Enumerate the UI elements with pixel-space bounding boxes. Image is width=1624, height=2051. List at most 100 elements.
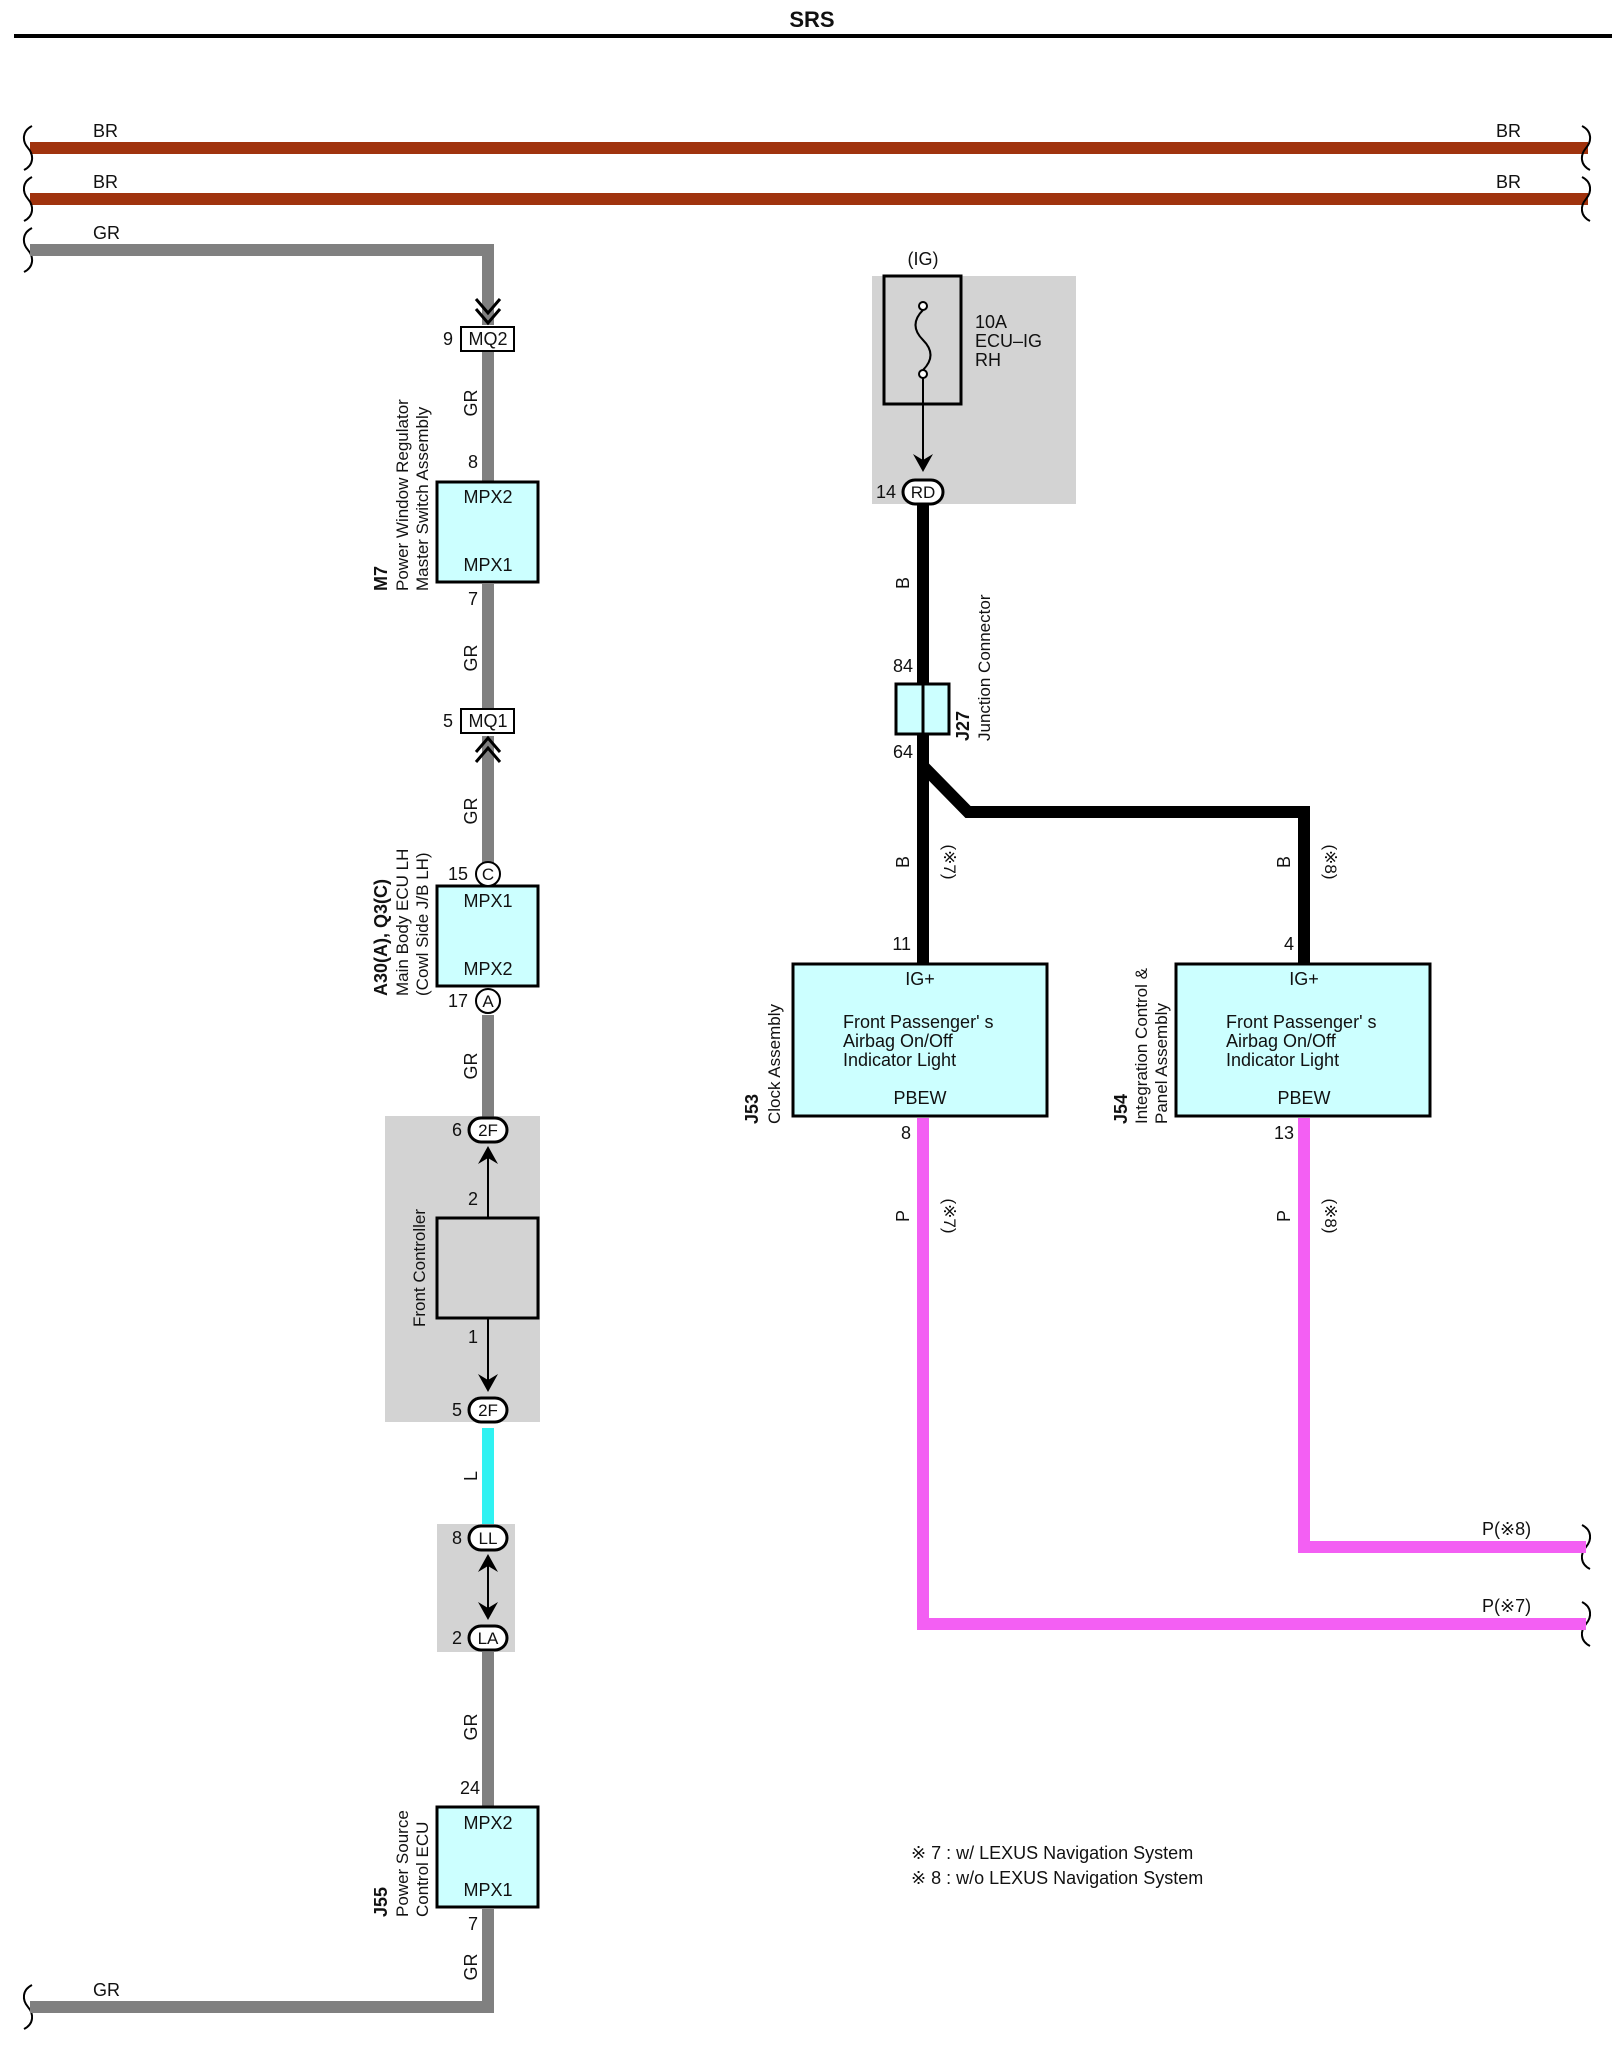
gr-wires: [30, 244, 494, 2013]
b-wire-label: B: [893, 577, 913, 589]
j55-top-pin: 24: [460, 1778, 480, 1798]
p7-end-label: P(※7): [1482, 1596, 1531, 1616]
ll-la-connectors: LL 8 LA 2: [452, 1524, 509, 1652]
fuse-rating: 10A: [975, 312, 1007, 332]
j54-top-pin: 4: [1284, 934, 1294, 954]
a30-name-line1: Main Body ECU LH: [393, 849, 412, 996]
m7-bottom-label: MPX1: [463, 555, 512, 575]
ll-conn-box: [467, 1524, 509, 1552]
gr-wire-bottom: [30, 1909, 494, 2013]
j55-id: J55: [371, 1887, 391, 1917]
arrow-down-icon: [474, 298, 502, 316]
arrow-up-icon: [474, 735, 502, 753]
j55-top-label: MPX2: [463, 1813, 512, 1833]
front-controller-top-conn-box: [467, 1116, 509, 1144]
break-mark: [1580, 125, 1592, 171]
p-wires: [917, 1118, 1586, 1630]
arrow-down-icon: [913, 454, 933, 472]
fuse-terminal: [918, 301, 928, 311]
fuse-ecu-ig-rh: (IG) 10A ECU–IG RH RD 14: [876, 249, 1042, 506]
arrow-down-icon: [478, 1374, 498, 1392]
j54-id: J54: [1111, 1094, 1131, 1124]
br-top-right-label: BR: [1496, 121, 1521, 141]
j54-bottom-pin: 13: [1274, 1123, 1294, 1143]
l-wire-label: L: [461, 1471, 481, 1481]
j53-top-label: IG+: [905, 969, 935, 989]
front-controller-top-conn: 2F: [478, 1121, 498, 1140]
front-controller-name: Front Controller: [410, 1209, 429, 1327]
j55-bottom-label: MPX1: [463, 1880, 512, 1900]
p-wire-note: (※7): [940, 1198, 959, 1233]
j53-clock-assembly: 11 IG+ Front Passenger' s Airbag On/Off …: [742, 934, 1049, 1143]
front-controller-bottom-inner-pin: 1: [468, 1327, 478, 1347]
j27-junction-connector: 84 64 J27 Junction Connector: [893, 594, 994, 762]
j55-bottom-pin: 7: [468, 1914, 478, 1934]
fuse-terminal: [918, 369, 928, 379]
fuse-side: RH: [975, 350, 1001, 370]
m7-top-label: MPX2: [463, 487, 512, 507]
gr-bottom-label: GR: [93, 1980, 120, 2000]
b-wire-note: (※8): [1321, 844, 1340, 879]
m7-box: [435, 480, 540, 584]
j55-name-line1: Power Source: [393, 1810, 412, 1917]
mq1-box: [460, 708, 515, 734]
break-mark: [22, 176, 34, 222]
a30-bottom-pin: 17: [448, 991, 468, 1011]
j54-top-label: IG+: [1289, 969, 1319, 989]
a30-top-pin: 15: [448, 864, 468, 884]
a30-name-line2: (Cowl Side J/B LH): [413, 852, 432, 996]
mq2-connector: MQ2 9: [443, 298, 515, 352]
mq1-connector: MQ1 5: [443, 708, 515, 763]
front-controller-bottom-outer-pin: 5: [452, 1400, 462, 1420]
gr-wire-label: GR: [461, 1953, 481, 1980]
j55-box: [435, 1805, 540, 1909]
note-7: ※ 7 : w/ LEXUS Navigation System: [911, 1843, 1193, 1863]
front-controller-top-outer-pin: 6: [452, 1120, 462, 1140]
front-controller-top-inner-pin: 2: [468, 1189, 478, 1209]
br-bottom-right-label: BR: [1496, 172, 1521, 192]
front-controller-box: [435, 1216, 540, 1320]
j53-text-line1: Front Passenger' s: [843, 1012, 994, 1032]
front-controller: 2F 6 2 1 2F 5 Front Controller: [410, 1116, 540, 1424]
j54-text-line2: Airbag On/Off: [1226, 1031, 1337, 1051]
m7-component: MPX2 MPX1 8 7 M7 Power Window Regulator …: [371, 399, 540, 609]
j53-bottom-label: PBEW: [893, 1088, 946, 1108]
a30-top-label: MPX1: [463, 891, 512, 911]
b-wire-label: B: [893, 856, 913, 868]
fuse-name: ECU–IG: [975, 331, 1042, 351]
break-mark: [22, 227, 34, 273]
fuse-shade: [872, 276, 1076, 504]
mq2-pin: 9: [443, 329, 453, 349]
page-title: SRS: [789, 7, 834, 32]
p-wire-note: (※8): [1321, 1198, 1340, 1233]
j53-bottom-pin: 8: [901, 1123, 911, 1143]
a30-top-conn: C: [482, 865, 494, 884]
j27-top-pin: 84: [893, 656, 913, 676]
front-controller-bottom-conn: 2F: [478, 1401, 498, 1420]
mq2-box: [460, 326, 515, 352]
fuse-conn: RD: [911, 483, 936, 502]
la-conn-box: [467, 1624, 509, 1652]
gr-wire-top: [30, 244, 494, 325]
p-wire-label: P: [1274, 1210, 1294, 1222]
j55-component: MPX2 MPX1 24 7 J55 Power Source Control …: [371, 1778, 540, 1934]
j27-name: Junction Connector: [975, 594, 994, 741]
j53-top-pin: 11: [892, 934, 911, 954]
j53-id: J53: [742, 1094, 762, 1124]
m7-name-line1: Power Window Regulator: [393, 399, 412, 591]
fuse-supply: (IG): [908, 249, 939, 269]
j53-name: Clock Assembly: [765, 1004, 784, 1124]
j27-id: J27: [953, 711, 973, 741]
p-wire-7: [917, 1118, 1586, 1630]
p-wire-label: P: [893, 1210, 913, 1222]
mq1-pin: 5: [443, 711, 453, 731]
m7-name-line2: Master Switch Assembly: [413, 406, 432, 591]
gr-wire-label: GR: [461, 644, 481, 671]
j54-panel-assembly: 4 IG+ Front Passenger' s Airbag On/Off I…: [1111, 934, 1432, 1143]
br-top-left-label: BR: [93, 121, 118, 141]
a30-bottom-label: MPX2: [463, 959, 512, 979]
j53-box: [791, 962, 1049, 1118]
a30-bottom-conn-circle: [475, 988, 501, 1014]
j27-bottom-pin: 64: [893, 742, 913, 762]
